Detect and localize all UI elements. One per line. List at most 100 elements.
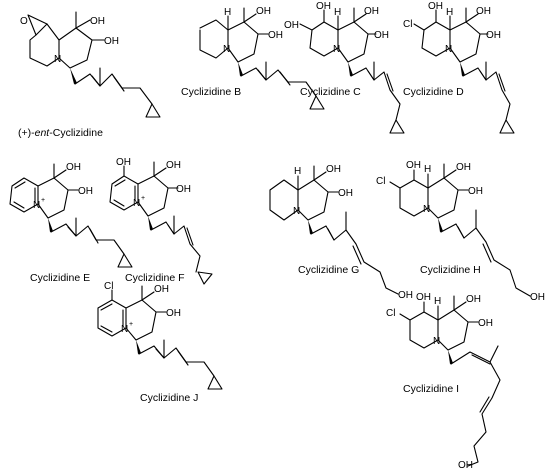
cl-label-h: Cl bbox=[376, 176, 385, 187]
caption-cyclizidine-b: Cyclizidine B bbox=[181, 86, 241, 98]
oh-label-h-1: OH bbox=[456, 162, 471, 173]
oh-label-f-top: OH bbox=[116, 157, 131, 168]
caption-cyclizidine-g: Cyclizidine G bbox=[298, 264, 359, 276]
bond-oh1-f bbox=[153, 167, 167, 177]
structure-cyclizidine-i: OH Cl H OH OH N OH Cyclizidine I bbox=[386, 292, 501, 471]
cl-label-d: Cl bbox=[403, 19, 412, 30]
oh-label-h-2: OH bbox=[468, 186, 483, 197]
five-ring-d bbox=[449, 21, 481, 63]
double-d-1 bbox=[479, 70, 487, 81]
bond-oh1-d bbox=[465, 13, 479, 23]
oh-label-c-top: OH bbox=[316, 1, 331, 12]
sidechain-f bbox=[150, 221, 201, 273]
aromatic-f-1 bbox=[114, 179, 126, 187]
cyclopropyl-j bbox=[207, 375, 223, 390]
bond-oh1-e bbox=[53, 169, 67, 179]
sidechain-g bbox=[310, 225, 399, 295]
n-label-g: N bbox=[293, 206, 300, 217]
cyclopropyl-c bbox=[389, 119, 405, 134]
caption-cyclizidine-h: Cyclizidine H bbox=[420, 264, 481, 276]
cyclopropyl-b bbox=[309, 95, 325, 110]
n-label-e: N bbox=[33, 200, 40, 211]
oh-label-c-left: OH bbox=[284, 20, 299, 31]
wedge-e bbox=[48, 218, 53, 232]
bond-oh-left-c bbox=[299, 23, 313, 31]
caption-cyclizidine-c: Cyclizidine C bbox=[300, 86, 361, 98]
bond-oh1-j bbox=[141, 291, 155, 301]
oh-label-d-2: OH bbox=[486, 30, 501, 41]
aromatic-e-1 bbox=[14, 181, 26, 189]
n-label-b: N bbox=[223, 44, 230, 55]
double-e-2 bbox=[89, 228, 99, 244]
oh-label-f-2: OH bbox=[176, 184, 191, 195]
sidechain-j bbox=[138, 345, 215, 377]
oh-label-h-top: OH bbox=[406, 160, 421, 171]
caption-ent-cyclizidine: (+)-ent-Cyclizidine bbox=[18, 127, 103, 139]
sidechain-d bbox=[462, 67, 511, 121]
structure-ent-cyclizidine: O OH OH N (+)-ent-Cyclizidine bbox=[18, 11, 161, 139]
double-g-2 bbox=[352, 245, 362, 265]
bond-oh1-b bbox=[243, 13, 257, 23]
double-c-1 bbox=[367, 70, 375, 81]
structure-cyclizidine-c: OH OH H OH OH N Cyclizidine C bbox=[284, 1, 405, 134]
sidechain-ent bbox=[74, 73, 153, 105]
double-i-1 bbox=[471, 354, 491, 365]
wedge-d bbox=[460, 62, 465, 76]
charge-label-f: + bbox=[141, 195, 145, 202]
double-b-2 bbox=[279, 71, 291, 86]
caption-cyclizidine-d: Cyclizidine D bbox=[403, 86, 464, 98]
oh-label-ent-2: OH bbox=[104, 36, 119, 47]
oh-label-i-top: OH bbox=[416, 292, 431, 303]
aromatic-f-2 bbox=[113, 199, 125, 207]
structure-cyclizidine-h: OH Cl H OH OH N OH Cyclizidine H bbox=[376, 160, 545, 303]
wedge-f bbox=[148, 216, 153, 230]
cyclopropyl-d bbox=[499, 119, 515, 134]
oh-label-b-2: OH bbox=[268, 30, 283, 41]
wedge-h bbox=[438, 218, 443, 232]
aromatic-e-2 bbox=[13, 201, 25, 209]
sidechain-c bbox=[350, 67, 401, 121]
n-label-i: N bbox=[433, 336, 440, 347]
oh-label-ent-1: OH bbox=[90, 16, 105, 27]
oh-label-e-1: OH bbox=[66, 162, 81, 173]
five-ring-ent bbox=[58, 27, 93, 69]
five-ring-g bbox=[297, 179, 329, 221]
n-label-j: N bbox=[121, 324, 128, 335]
caption-cyclizidine-f: Cyclizidine F bbox=[125, 272, 185, 284]
charge-label-e: + bbox=[41, 197, 45, 204]
wedge-ent bbox=[70, 68, 77, 84]
caption-ent-suffix: -Cyclizidine bbox=[49, 127, 103, 139]
oh-label-h-terminal: OH bbox=[530, 292, 545, 303]
cyclopropyl-e bbox=[117, 253, 133, 268]
cl-label-j: Cl bbox=[104, 281, 113, 292]
five-ring-h bbox=[427, 177, 459, 219]
double-g-1 bbox=[327, 228, 335, 241]
wedge-g bbox=[308, 220, 313, 234]
structure-cyclizidine-g: H OH OH N OH Cyclizidine G bbox=[269, 164, 413, 301]
cl-label-i: Cl bbox=[386, 308, 395, 319]
bond-oh1-c bbox=[353, 13, 367, 23]
cyclopropyl-f bbox=[197, 271, 213, 285]
oxygen-label-ent: O bbox=[20, 16, 28, 27]
sidechain-e bbox=[50, 223, 125, 255]
five-ring-b bbox=[227, 21, 259, 63]
n-label-c: N bbox=[333, 44, 340, 55]
bond-oh1-g bbox=[313, 171, 327, 181]
bond-oh1-h bbox=[443, 169, 457, 179]
structure-cyclizidine-d: OH Cl H OH OH N Cyclizidine D bbox=[403, 1, 515, 134]
h-label-h: H bbox=[424, 164, 431, 175]
methyl-chain-i bbox=[489, 345, 499, 363]
bond-cl-h bbox=[389, 181, 401, 189]
sidechain-h bbox=[440, 223, 531, 297]
double-j-1 bbox=[155, 348, 165, 359]
wedge-c bbox=[348, 62, 353, 76]
epoxide-ring bbox=[27, 14, 48, 36]
bond-oh1-i bbox=[453, 301, 467, 311]
wedge-i bbox=[448, 350, 453, 364]
oh-label-c-1: OH bbox=[364, 6, 379, 17]
aromatic-j-1 bbox=[100, 303, 113, 311]
caption-cyclizidine-e: Cyclizidine E bbox=[30, 272, 90, 284]
five-ring-f bbox=[137, 175, 169, 217]
